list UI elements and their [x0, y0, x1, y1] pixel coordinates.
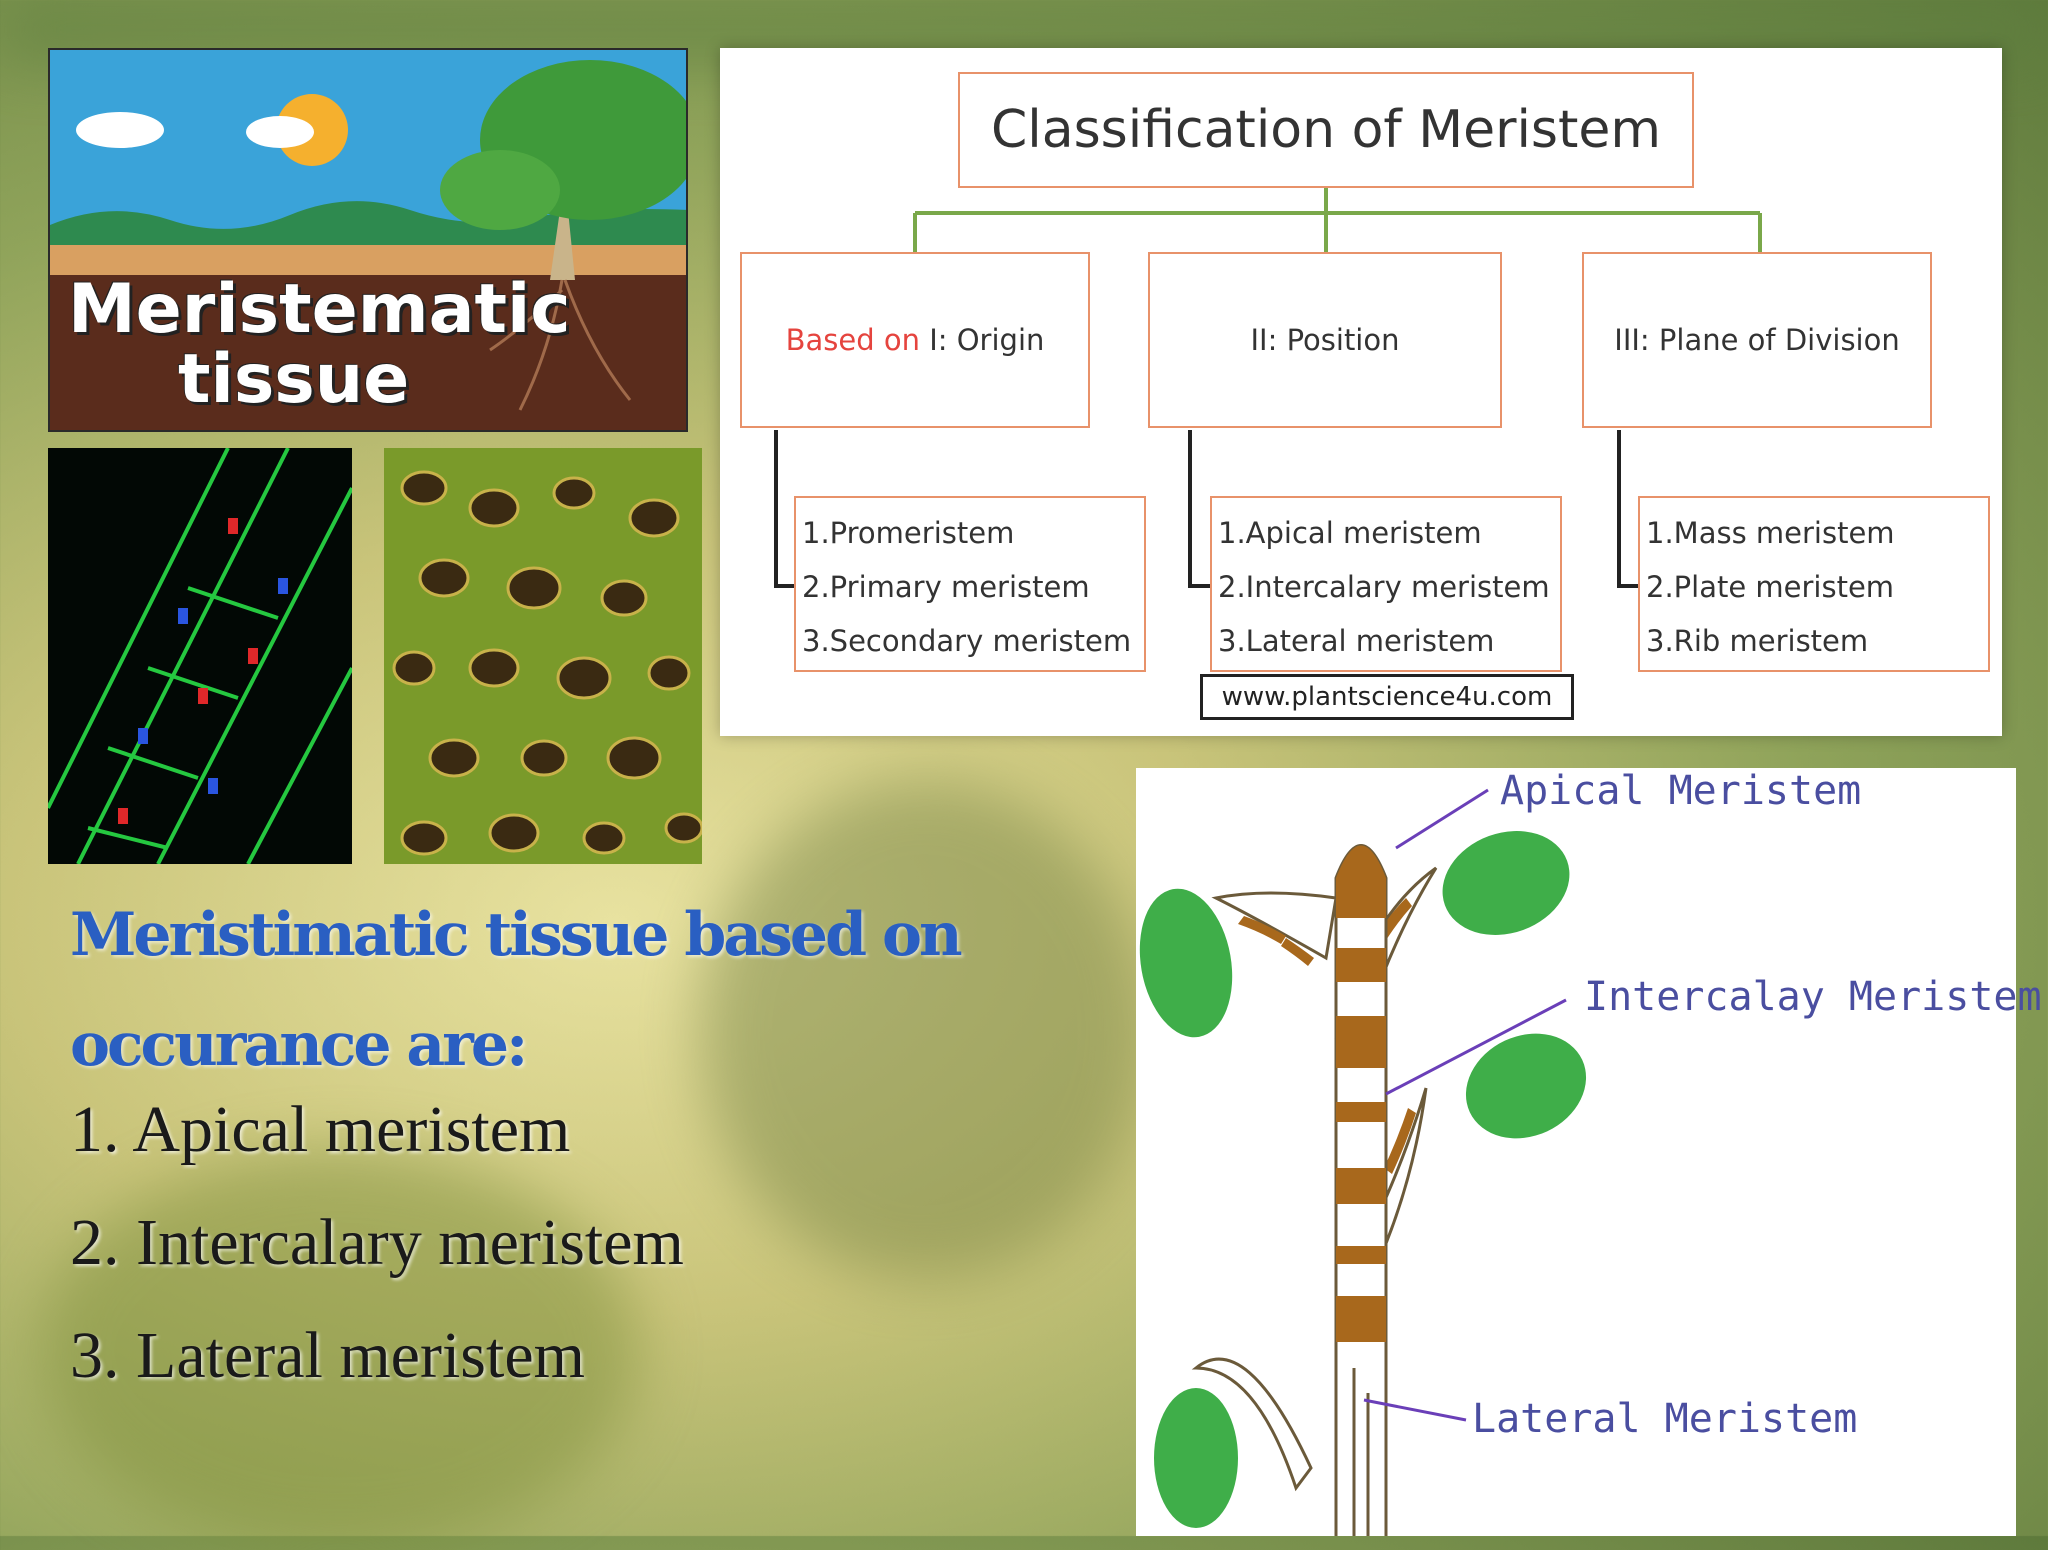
- intercalary-meristem-label: Intercalay Meristem: [1584, 974, 2042, 1020]
- position-item: 1.Apical meristem: [1218, 516, 1482, 550]
- category-plane-label: III: Plane of Division: [1614, 323, 1900, 357]
- position-list: 1.Apical meristem 2.Intercalary meristem…: [1210, 496, 1562, 672]
- meristem-types-list: 1. Apical meristem 2. Intercalary merist…: [70, 1085, 684, 1424]
- lateral-meristem-label: Lateral Meristem: [1472, 1396, 1858, 1442]
- background-tree: [700, 780, 1150, 1280]
- root-cells-microscope-image: [48, 448, 352, 864]
- chart-title-text: Classification of Meristem: [990, 100, 1662, 160]
- meristematic-tissue-banner: Meristematic tissue: [48, 48, 688, 432]
- list-item: 1. Apical meristem: [70, 1093, 571, 1166]
- origin-item: 2.Primary meristem: [802, 570, 1090, 604]
- origin-item: 3.Secondary meristem: [802, 624, 1132, 658]
- chart-title: Classification of Meristem: [958, 72, 1694, 188]
- banner-title-line1: Meristematic: [68, 270, 571, 349]
- occurrence-heading: Meristimatic tissue based on occurance a…: [70, 900, 963, 1080]
- plane-item: 2.Plate meristem: [1646, 570, 1895, 604]
- category-position-label: II: Position: [1250, 323, 1400, 357]
- fluorescent-cells-illustration: [48, 448, 352, 864]
- plane-list: 1.Mass meristem 2.Plate meristem 3.Rib m…: [1638, 496, 1990, 672]
- position-item: 3.Lateral meristem: [1218, 624, 1495, 658]
- position-item: 2.Intercalary meristem: [1218, 570, 1550, 604]
- category-origin-label: I: Origin: [929, 323, 1045, 357]
- list-item: 2. Intercalary meristem: [70, 1206, 684, 1279]
- category-origin-prefix: Based on: [785, 323, 930, 357]
- banner-title: Meristematic tissue: [68, 275, 571, 415]
- category-origin: Based on I: Origin: [740, 252, 1090, 428]
- website-credit: www.plantscience4u.com: [1200, 674, 1574, 720]
- background-foliage: [40, 1150, 640, 1550]
- apical-meristem-label: Apical Meristem: [1500, 768, 1862, 814]
- banner-title-line2: tissue: [178, 340, 410, 419]
- origin-item: 1.Promeristem: [802, 516, 1015, 550]
- plane-item: 3.Rib meristem: [1646, 624, 1869, 658]
- list-item: 3. Lateral meristem: [70, 1319, 585, 1392]
- plane-item: 1.Mass meristem: [1646, 516, 1895, 550]
- tissue-pores-illustration: [384, 448, 702, 864]
- stem-meristem-diagram: Apical Meristem Intercalay Meristem Late…: [1136, 768, 2042, 1536]
- banner-illustration: [50, 50, 686, 430]
- stem-illustration: [1139, 788, 1587, 1536]
- classification-chart: Classification of Meristem Based on I: O…: [720, 48, 2002, 736]
- connector-lines: [774, 188, 1762, 588]
- origin-list: 1.Promeristem 2.Primary meristem 3.Secon…: [794, 496, 1146, 672]
- category-plane-of-division: III: Plane of Division: [1582, 252, 1932, 428]
- tissue-sem-image: [384, 448, 702, 864]
- category-position: II: Position: [1148, 252, 1502, 428]
